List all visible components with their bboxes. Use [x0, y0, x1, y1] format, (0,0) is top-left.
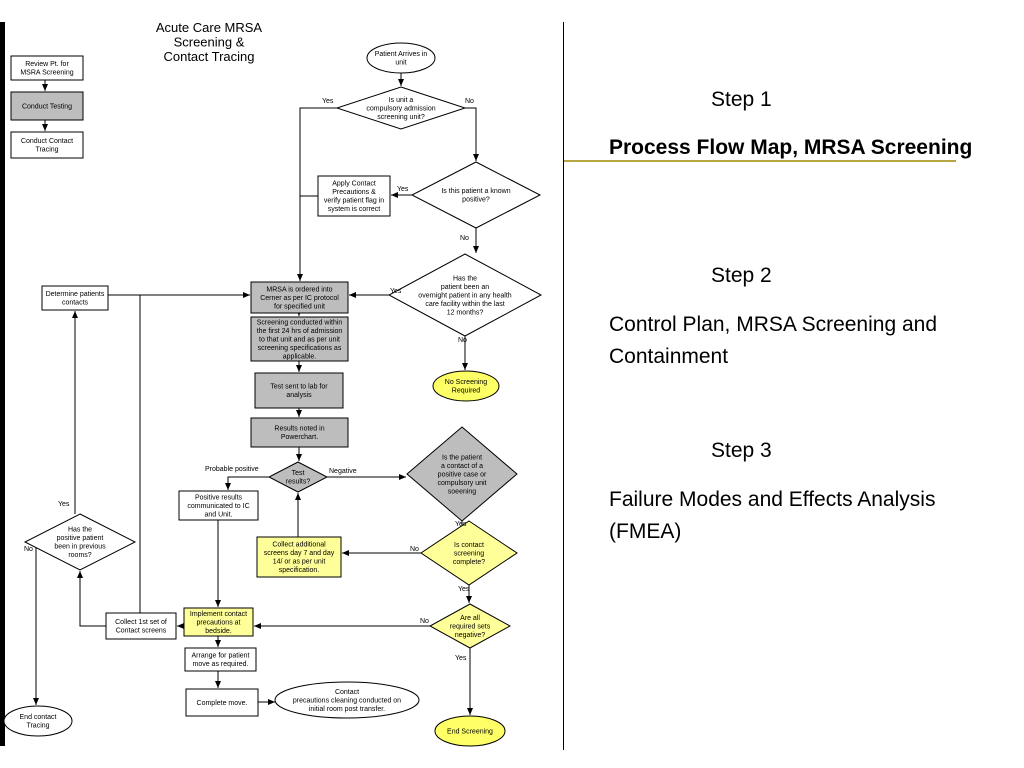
step2-label: Step 2 [711, 264, 772, 287]
connector [77, 571, 106, 627]
edge-label: Yes [455, 521, 467, 528]
end-screening-node: End Screening [434, 715, 506, 747]
legend-testing-box: Conduct Testing [10, 91, 84, 121]
edge-label: Yes [322, 98, 334, 105]
edge-label: Yes [458, 586, 470, 593]
step1-label: Step 1 [711, 88, 772, 111]
connector [297, 107, 337, 281]
edge-label: Yes [397, 186, 409, 193]
edge-label: Negative [329, 468, 357, 475]
legend-testing-box-text: Conduct Testing [22, 104, 72, 111]
edge-label: Yes [58, 501, 70, 508]
step1-title: Process Flow Map, MRSA Screening [609, 136, 973, 159]
edge-label: Yes [390, 288, 402, 295]
step3-label: Step 3 [711, 439, 772, 462]
edge-label: No [24, 546, 33, 553]
step2-text: Control Plan, MRSA Screening and Contain… [609, 313, 938, 368]
step3-text: Failure Modes and Effects Analysis (FMEA… [609, 488, 936, 543]
edge-label: Probable positive [205, 466, 259, 473]
edge-label: No [410, 546, 419, 553]
flow-connectors [25, 73, 479, 715]
complete-move-box-text: Complete move. [197, 700, 248, 707]
connector [465, 107, 479, 161]
left-border-bar [0, 22, 5, 746]
connector [139, 292, 250, 613]
connector [225, 476, 269, 490]
connector [25, 541, 39, 705]
edge-label: No [420, 618, 429, 625]
edge-label: No [460, 235, 469, 242]
complete-move-box: Complete move. [185, 688, 259, 717]
vertical-divider [563, 22, 564, 750]
edge-label: No [458, 337, 467, 344]
edge-label: No [465, 98, 474, 105]
end-screening-node-text: End Screening [447, 729, 493, 736]
edge-label: Yes [455, 655, 467, 662]
accent-rule [564, 160, 956, 162]
